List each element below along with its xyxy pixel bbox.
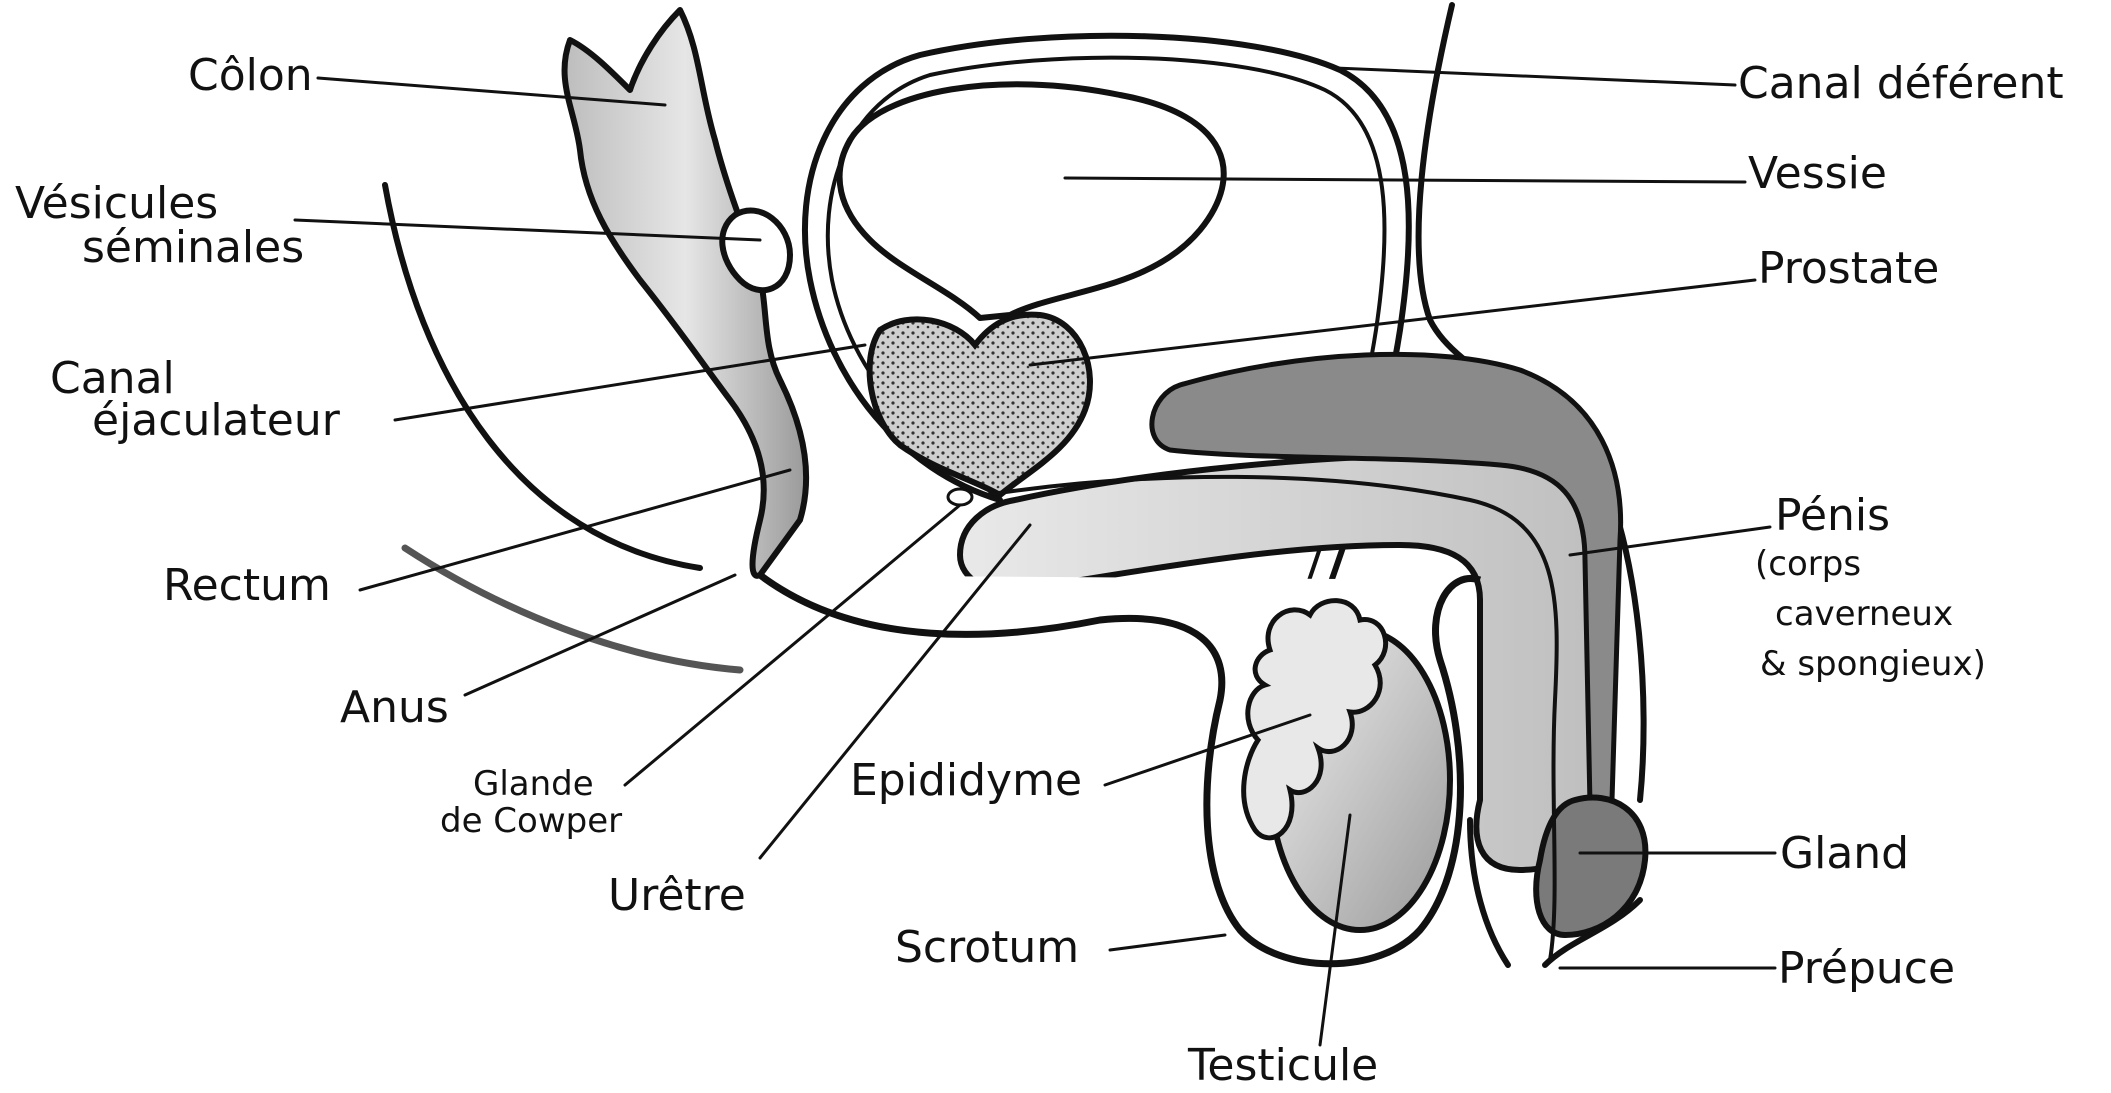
label-prepuce: Prépuce [1778,943,1955,994]
label-rectum: Rectum [163,560,331,611]
colon-shape [565,10,807,576]
label-penis-2: (corps [1755,544,1861,584]
label-penis-3: caverneux [1775,594,1953,634]
label-vessie: Vessie [1748,148,1887,199]
label-glande-1: Glande [473,764,594,804]
label-penis-1: Pénis [1775,490,1890,541]
prostate-gland [870,315,1090,495]
label-canal-deferent: Canal déférent [1738,58,2064,109]
leader-uretre [760,525,1030,858]
leader-scrotum [1110,935,1225,950]
label-anus: Anus [340,682,449,733]
label-gland: Gland [1780,828,1909,879]
label-canal-ejac-2: éjaculateur [92,395,341,446]
leader-anus [465,575,735,695]
label-epididyme: Epididyme [850,755,1082,806]
leader-rectum [360,470,790,590]
leader-canal-deferent [1335,68,1735,85]
bladder [840,84,1224,318]
label-testicule: Testicule [1187,1040,1378,1091]
label-uretre: Urêtre [608,870,746,921]
label-vesicules-2: séminales [82,222,304,273]
label-prostate: Prostate [1758,243,1939,294]
label-glande-2: de Cowper [440,801,622,841]
label-colon: Côlon [188,50,313,101]
leader-glande [625,505,960,785]
label-scrotum: Scrotum [895,922,1079,973]
cowper-gland [948,489,972,505]
label-penis-4: & spongieux) [1760,644,1986,684]
